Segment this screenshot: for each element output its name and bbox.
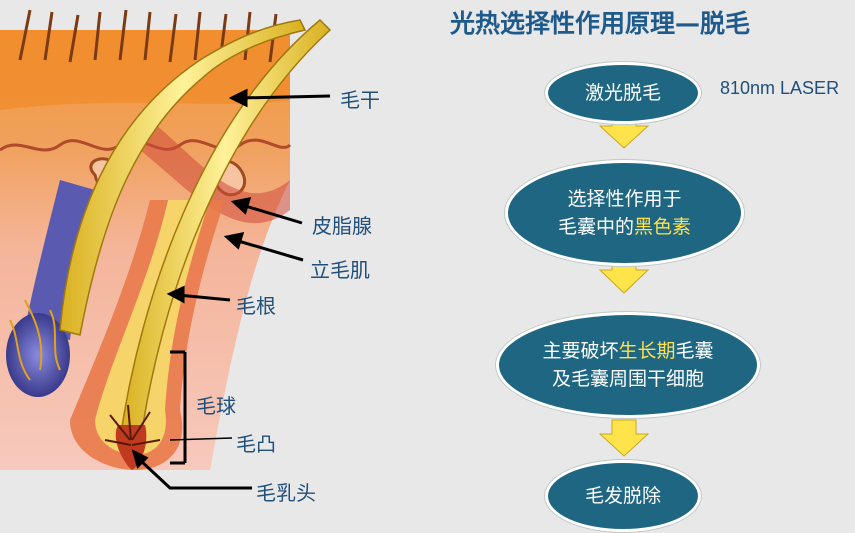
flow-node-destroy-follicles: 主要破坏生长期毛囊 及毛囊周围干细胞 <box>496 312 760 418</box>
laser-wavelength-note: 810nm LASER <box>720 78 840 98</box>
flow-node-laser-removal: 激光脱毛 <box>545 62 701 124</box>
left-nerve-fibers <box>9 299 61 381</box>
hair-shaft-right <box>119 18 332 446</box>
label-dermal-papilla: 毛乳头 <box>256 481 316 505</box>
destroy-line1-pre: 主要破坏 <box>542 340 619 362</box>
diagram-title: 光热选择性作用原理—脱毛 <box>450 9 751 38</box>
label-hair-bulb: 毛球 <box>196 394 236 418</box>
label-hair-root: 毛根 <box>236 294 276 318</box>
flow-arrow-3 <box>598 419 650 457</box>
flow-node-hair-removed: 毛发脱除 <box>545 460 701 532</box>
flow-node-laser-removal-text: 激光脱毛 <box>584 82 661 104</box>
hair-shaft-left <box>59 19 307 336</box>
label-hair-bulge: 毛凸 <box>236 432 276 456</box>
left-follicle-sheath <box>25 180 95 340</box>
flow-node-selective-action-text: 选择性作用于 毛囊中的黑色素 <box>558 185 691 241</box>
anagen-highlight: 生长期 <box>618 340 676 362</box>
destroy-line2: 及毛囊周围干细胞 <box>551 368 704 390</box>
selective-action-line2-pre: 毛囊中的 <box>557 216 634 238</box>
flow-node-destroy-follicles-text: 主要破坏生长期毛囊 及毛囊周围干细胞 <box>542 337 713 393</box>
arrector-pili-muscle <box>140 120 290 224</box>
label-arrector-pili: 立毛肌 <box>310 258 370 282</box>
selective-action-line2: 毛囊中的黑色素 <box>558 213 691 241</box>
destroy-line1: 主要破坏生长期毛囊 <box>542 337 713 365</box>
melanin-highlight: 黑色素 <box>634 216 692 238</box>
flow-node-hair-removed-text: 毛发脱除 <box>584 485 661 507</box>
label-sebaceous-gland: 皮脂腺 <box>312 214 372 238</box>
pointer-lines <box>131 88 331 490</box>
flow-node-selective-action: 选择性作用于 毛囊中的黑色素 <box>505 160 744 266</box>
label-hair-shaft: 毛干 <box>340 88 380 112</box>
selective-action-line1: 选择性作用于 <box>567 188 682 210</box>
papilla-vessels <box>104 404 161 446</box>
destroy-line1-post: 毛囊 <box>675 340 714 362</box>
